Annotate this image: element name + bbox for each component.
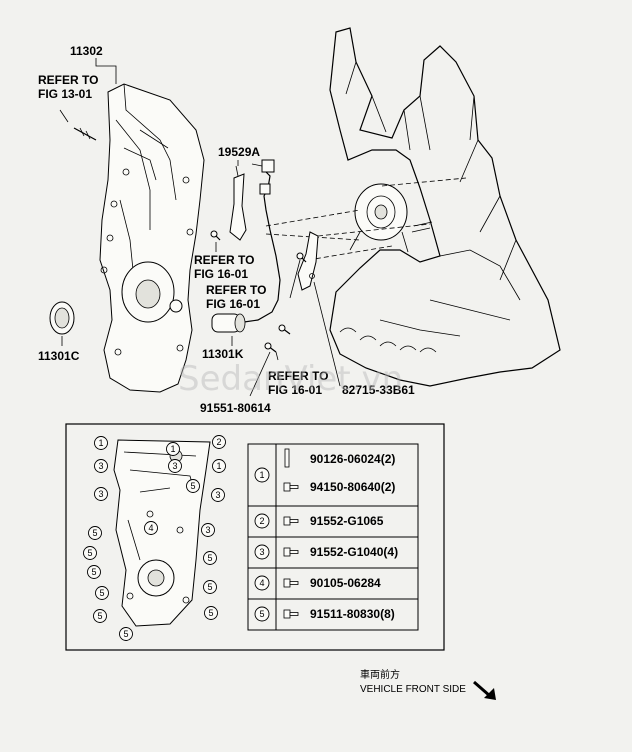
callout-number: 5 (208, 608, 213, 618)
callout-left-3: 5 (88, 526, 102, 540)
orientation-japanese: 車両前方 (360, 668, 400, 681)
label-refer-fig13-line1: REFER TO (38, 73, 98, 87)
label-refer-fig16b-line2: FIG 16-01 (206, 297, 260, 311)
callout-number: 5 (123, 629, 128, 639)
callout-top-1: 3 (168, 459, 182, 473)
callout-number: 2 (216, 437, 221, 447)
leader-11302 (95, 58, 117, 84)
engine-block-outline (329, 27, 561, 387)
label-11301K: 11301K (202, 347, 244, 361)
callout-number: 5 (207, 582, 212, 592)
bolt-icon (283, 609, 299, 619)
bolt-row-number: 4 (259, 578, 264, 588)
bolt-row-2: 2 91552-G1065 (254, 513, 384, 529)
callout-number: 5 (92, 528, 97, 538)
bolt-part-number: 94150-80640(2) (310, 480, 395, 494)
callout-number: 3 (172, 461, 177, 471)
watermark-text: SedanViet.vn (178, 359, 403, 399)
bolt-table-rows: 1 90126-06024(2) 94150-80640(2) 2 91552-G106… (254, 448, 398, 622)
label-refer-fig13-line2: FIG 13-01 (38, 87, 92, 101)
label-refer-fig16c-line2: FIG 16-01 (268, 383, 322, 397)
bolt-icon (283, 547, 299, 557)
callout-left-5: 5 (87, 565, 101, 579)
label-11301C: 11301C (38, 349, 80, 363)
label-91551: 91551-80614 (200, 401, 271, 415)
label-refer-fig16a-line1: REFER TO (194, 253, 254, 267)
label-11302: 11302 (70, 44, 103, 58)
inset-cover-drawing (113, 439, 211, 627)
callout-left-0: 1 (94, 436, 108, 450)
callout-right-0: 1 (212, 459, 226, 473)
callout-left-6: 5 (95, 586, 109, 600)
oil-seal-part (49, 301, 75, 346)
inset-frame (65, 423, 445, 651)
callout-number: 5 (91, 567, 96, 577)
bolt-icon (284, 448, 290, 468)
front-arrow-icon (473, 680, 496, 700)
callout-number: 1 (216, 461, 221, 471)
bolt-row-3: 3 91552-G1040(4) (254, 544, 398, 560)
alignment-lines (265, 177, 467, 261)
bolt-row-4: 4 90105-06284 (254, 575, 381, 591)
callout-number: 3 (205, 525, 210, 535)
label-refer-fig16c-line1: REFER TO (268, 369, 328, 383)
bolt-part-number: 90105-06284 (310, 576, 381, 590)
bolt-icon (283, 578, 299, 588)
label-19529A: 19529A (218, 145, 260, 159)
bolt-row-1: 1 90126-06024(2) 94150-80640(2) (254, 448, 395, 494)
callout-number: 3 (98, 461, 103, 471)
callout-left-7: 5 (93, 609, 107, 623)
callout-right-3: 5 (203, 551, 217, 565)
bolt-part-number: 91511-80830(8) (310, 607, 395, 621)
callout-number: 5 (99, 588, 104, 598)
bolt-row-5: 5 91511-80830(8) (254, 606, 395, 622)
callout-top-2: 2 (212, 435, 226, 449)
callout-number: 5 (207, 553, 212, 563)
callout-number: 5 (190, 481, 195, 491)
bolt-icon (283, 482, 299, 492)
small-bolts (210, 230, 307, 353)
callout-right-6: 5 (186, 479, 200, 493)
label-refer-fig16b-line1: REFER TO (206, 283, 266, 297)
label-82715: 82715-33B61 (342, 383, 415, 397)
bracket-19529A-part (229, 165, 247, 241)
bolt-table (247, 443, 419, 631)
callout-bottom-0: 5 (119, 627, 133, 641)
callout-right-5: 5 (204, 606, 218, 620)
leader-lines (215, 160, 301, 397)
bolt-row-number: 3 (259, 547, 264, 557)
callout-number: 4 (148, 523, 153, 533)
leader-refer-fig13 (59, 109, 69, 123)
bolt-part-number: 91552-G1040(4) (310, 545, 398, 559)
callout-right-4: 5 (203, 580, 217, 594)
sensor-11301K-part (211, 313, 246, 333)
bolt-row-number: 1 (259, 470, 264, 480)
callout-number: 5 (87, 548, 92, 558)
bolt-row-number: 5 (259, 609, 264, 619)
bolt-row-number: 2 (259, 516, 264, 526)
callout-right-2: 3 (201, 523, 215, 537)
label-refer-fig16a-line2: FIG 16-01 (194, 267, 248, 281)
callout-number: 1 (98, 438, 103, 448)
timing-cover-part (73, 83, 205, 393)
bracket-82715-part (297, 231, 341, 387)
callout-number: 1 (170, 444, 175, 454)
orientation-english: VEHICLE FRONT SIDE (360, 684, 466, 695)
callout-left-1: 3 (94, 459, 108, 473)
callout-left-2: 3 (94, 487, 108, 501)
callout-right-1: 3 (211, 488, 225, 502)
bolt-part-number: 90126-06024(2) (310, 452, 395, 466)
callout-number: 5 (97, 611, 102, 621)
callout-inner-0: 4 (144, 521, 158, 535)
callout-top-0: 1 (166, 442, 180, 456)
sensor-wire-part (243, 159, 281, 323)
callout-left-4: 5 (83, 546, 97, 560)
bolt-icon (283, 516, 299, 526)
callout-number: 3 (98, 489, 103, 499)
bolt-part-number: 91552-G1065 (310, 514, 384, 528)
callout-number: 3 (215, 490, 220, 500)
